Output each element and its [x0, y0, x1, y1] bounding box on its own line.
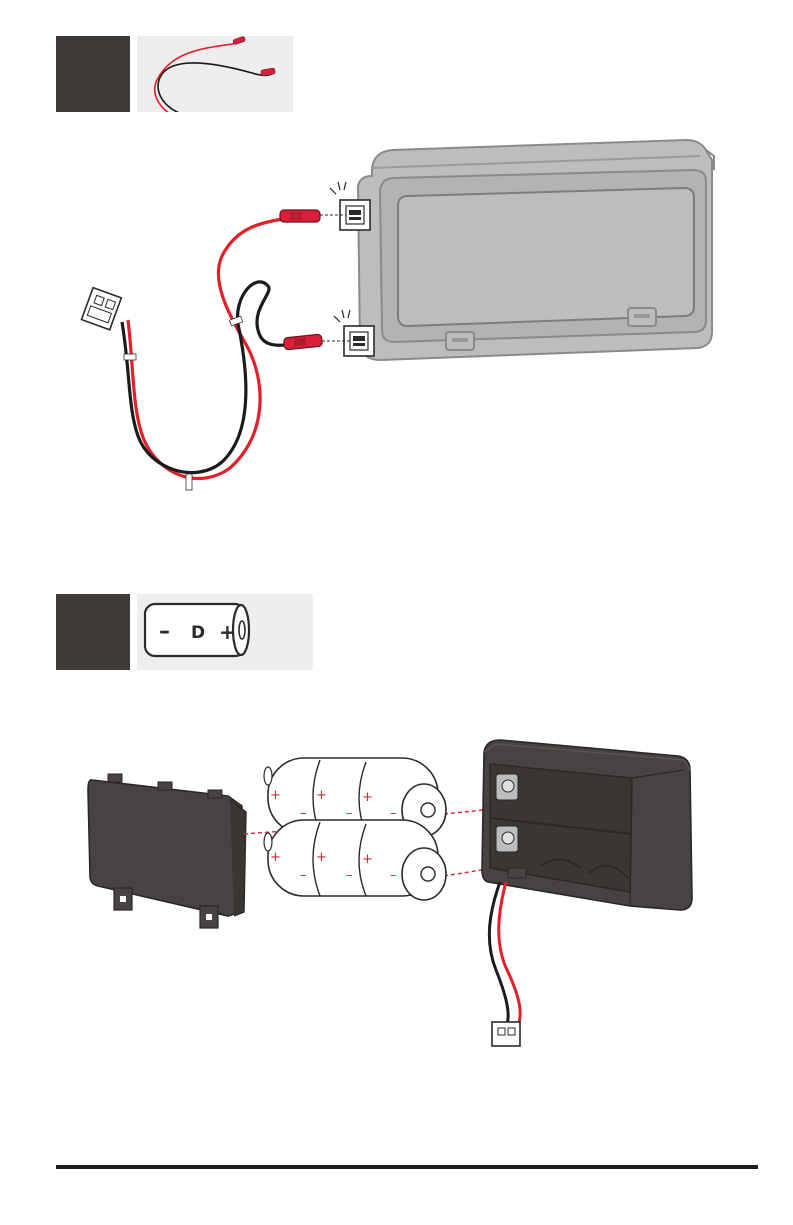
cell-4-minus: – — [300, 868, 307, 883]
step-number-box-2 — [56, 594, 130, 670]
cell-1-minus: – — [300, 806, 307, 821]
bottom-red-connector — [283, 334, 322, 350]
wire-harness-thumbnail — [137, 36, 293, 112]
cell-6-minus: – — [390, 868, 397, 883]
battery-plus-label: + — [219, 620, 236, 644]
cell-5-minus: – — [346, 868, 353, 883]
cell-2-plus: + — [316, 788, 327, 803]
battery-size-label: D — [191, 623, 205, 643]
step-number-box-1 — [56, 36, 130, 112]
housing-lens — [398, 188, 694, 326]
battery-thumbnail: – D + — [137, 594, 313, 670]
cell-6-plus: + — [362, 852, 373, 867]
top-terminal — [340, 200, 370, 230]
wire-harness-icon — [137, 36, 293, 112]
cell-3-minus: – — [390, 806, 397, 821]
cell-3-plus: + — [362, 790, 373, 805]
d-battery-icon: – D + — [137, 594, 313, 670]
box-white-plug — [492, 1022, 520, 1046]
battery-cover — [88, 774, 246, 928]
cell-2-minus: – — [346, 806, 353, 821]
cell-4-plus: + — [270, 850, 281, 865]
red-wire — [128, 218, 290, 479]
footer-rule — [56, 1165, 758, 1169]
battery-minus-label: – — [159, 619, 170, 644]
cell-5-plus: + — [316, 850, 327, 865]
cell-1-plus: + — [270, 788, 281, 803]
light-housing-illustration — [0, 120, 793, 510]
battery-box — [482, 740, 692, 910]
white-plug — [81, 288, 121, 330]
black-wire — [122, 282, 296, 473]
battery-bottom — [264, 820, 446, 900]
top-red-connector — [280, 210, 320, 222]
battery-box-illustration: + – + – + – + – + – + – — [0, 730, 793, 1060]
